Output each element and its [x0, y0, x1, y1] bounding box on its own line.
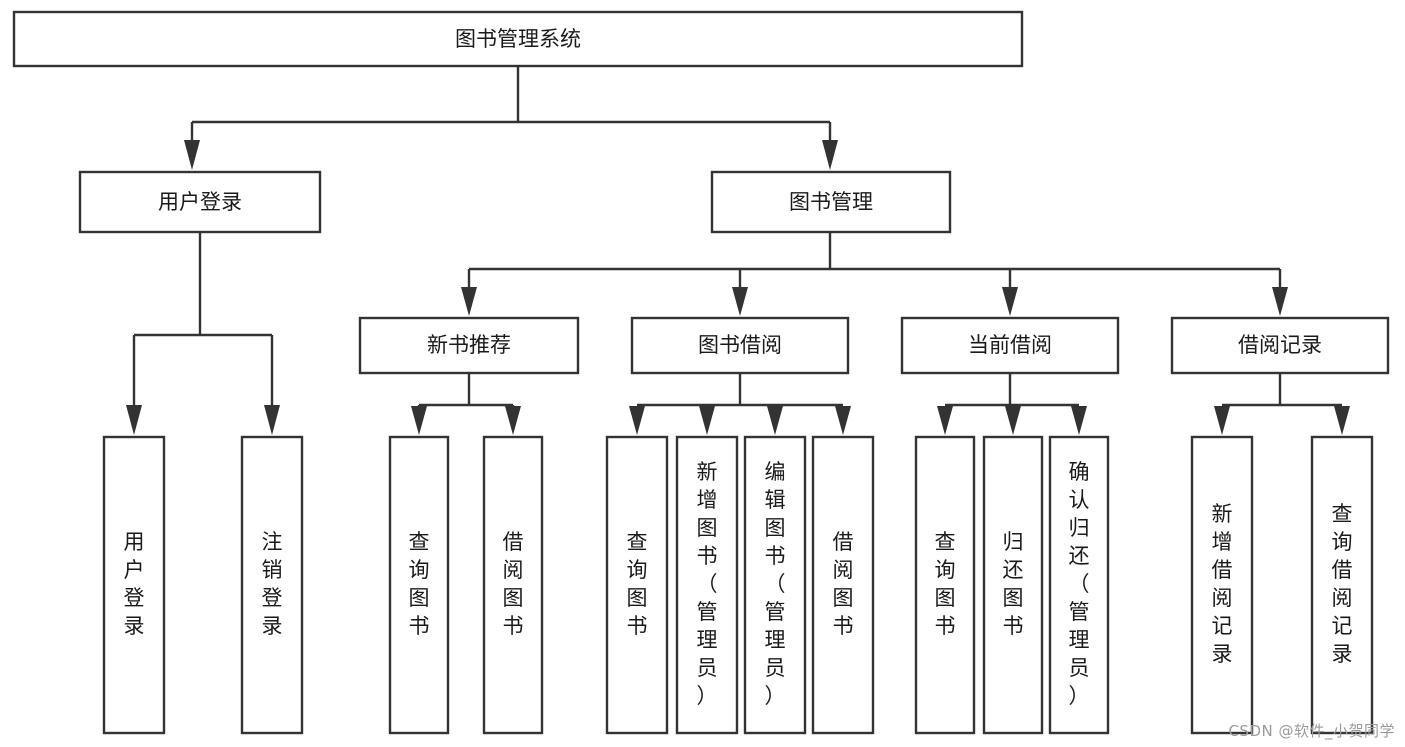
arrow-head-leaf-query-book-1 — [411, 406, 427, 435]
arrow-head-leaf-add-record — [1214, 406, 1230, 435]
leaf-borrow-book-2-box[interactable] — [811, 435, 875, 735]
node-new-book-recommend-box[interactable] — [358, 316, 580, 375]
leaf-query-book-2-label: 查询图书 — [627, 530, 648, 638]
arrow-head-leaf-logout — [264, 405, 280, 435]
node-book-borrow-label: 图书借阅 — [698, 333, 782, 357]
node-new-book-recommend[interactable]: 新书推荐 — [358, 316, 580, 375]
arrow-head-book-borrow — [732, 287, 748, 316]
leaf-add-record-box[interactable] — [1190, 435, 1254, 735]
node-borrow-record-box[interactable] — [1170, 316, 1390, 375]
arrow-head-leaf-query-record — [1334, 406, 1350, 435]
leaf-borrow-book-1[interactable]: 借阅图书 — [482, 435, 544, 735]
arrow-head-leaf-user-login — [126, 405, 142, 435]
leaf-query-book-3-label: 查询图书 — [935, 530, 956, 638]
arrow-head-leaf-return-book — [1005, 406, 1021, 435]
leaf-query-book-1[interactable]: 查询图书 — [388, 435, 450, 735]
leaf-query-record-box[interactable] — [1310, 435, 1374, 735]
node-user-login-box[interactable] — [78, 170, 322, 234]
arrow-head-leaf-confirm-return — [1071, 406, 1087, 435]
leaf-query-book-3-box[interactable] — [914, 435, 976, 735]
node-book-borrow-box[interactable] — [630, 316, 850, 375]
leaf-logout[interactable]: 注销登录 — [240, 435, 304, 735]
arrow-head-current-borrow — [1002, 287, 1018, 316]
leaf-query-book-3[interactable]: 查询图书 — [914, 435, 976, 735]
leaf-confirm-return-label: 确认归还（管理员） — [1069, 460, 1090, 708]
leaf-add-book[interactable]: 新增图书（管理员） — [675, 435, 739, 735]
leaf-add-book-label: 新增图书（管理员） — [697, 460, 718, 708]
node-current-borrow[interactable]: 当前借阅 — [900, 316, 1120, 375]
leaf-query-book-1-box[interactable] — [388, 435, 450, 735]
leaf-return-book-label: 归还图书 — [1003, 530, 1024, 638]
leaf-edit-book-label: 编辑图书（管理员） — [765, 460, 786, 708]
arrow-head-leaf-borrow-book-2 — [835, 406, 851, 435]
arrow-head-user-login — [184, 140, 200, 170]
leaf-logout-box[interactable] — [240, 435, 304, 735]
leaf-return-book-box[interactable] — [982, 435, 1044, 735]
arrow-head-leaf-add-book — [699, 406, 715, 435]
leaf-query-record-label: 查询借阅记录 — [1332, 502, 1353, 666]
watermark-text: CSDN @软件_小贺同学 — [1228, 722, 1395, 740]
leaf-user-login-box[interactable] — [102, 435, 166, 735]
leaf-add-record[interactable]: 新增借阅记录 — [1190, 435, 1254, 735]
node-book-manage-box[interactable] — [710, 170, 952, 234]
leaf-confirm-return[interactable]: 确认归还（管理员） — [1048, 435, 1110, 735]
node-root[interactable]: 图书管理系统 — [12, 10, 1024, 68]
node-user-login[interactable]: 用户登录 — [78, 170, 322, 234]
leaf-user-login-label: 用户登录 — [124, 530, 145, 638]
leaf-user-login[interactable]: 用户登录 — [102, 435, 166, 735]
leaf-edit-book[interactable]: 编辑图书（管理员） — [743, 435, 807, 735]
arrow-head-leaf-borrow-book-1 — [505, 406, 521, 435]
leaf-query-book-1-label: 查询图书 — [409, 530, 430, 638]
arrow-head-new-book-recommend — [461, 287, 477, 316]
node-book-manage-label: 图书管理 — [789, 190, 873, 214]
arrow-head-borrow-record — [1272, 287, 1288, 316]
leaf-return-book[interactable]: 归还图书 — [982, 435, 1044, 735]
node-current-borrow-label: 当前借阅 — [968, 333, 1052, 357]
arrow-head-leaf-query-book-3 — [937, 406, 953, 435]
connector-layer — [126, 66, 1350, 435]
leaf-query-record[interactable]: 查询借阅记录 — [1310, 435, 1374, 735]
leaf-borrow-book-2[interactable]: 借阅图书 — [811, 435, 875, 735]
leaf-add-record-label: 新增借阅记录 — [1212, 502, 1233, 666]
leaf-logout-label: 注销登录 — [262, 530, 283, 638]
node-book-manage[interactable]: 图书管理 — [710, 170, 952, 234]
leaf-add-book-box[interactable] — [675, 435, 739, 735]
leaf-query-book-2[interactable]: 查询图书 — [605, 435, 669, 735]
node-current-borrow-box[interactable] — [900, 316, 1120, 375]
node-borrow-record-label: 借阅记录 — [1238, 333, 1322, 357]
leaf-confirm-return-box[interactable] — [1048, 435, 1110, 735]
leaf-edit-book-box[interactable] — [743, 435, 807, 735]
node-new-book-recommend-label: 新书推荐 — [427, 333, 511, 357]
arrow-head-leaf-query-book-2 — [629, 406, 645, 435]
leaf-borrow-book-1-box[interactable] — [482, 435, 544, 735]
leaf-query-book-2-box[interactable] — [605, 435, 669, 735]
node-user-login-label: 用户登录 — [158, 190, 242, 214]
leaf-borrow-book-1-label: 借阅图书 — [503, 530, 524, 638]
node-borrow-record[interactable]: 借阅记录 — [1170, 316, 1390, 375]
node-root-box[interactable] — [12, 10, 1024, 68]
arrow-head-book-manage — [822, 140, 838, 170]
leaf-borrow-book-2-label: 借阅图书 — [833, 530, 854, 638]
leaf-node-layer: 用户登录 注销登录 查询图书 借阅图书 查询图书 新增图书（管理员） — [102, 435, 1374, 735]
node-root-label: 图书管理系统 — [455, 27, 581, 51]
node-book-borrow[interactable]: 图书借阅 — [630, 316, 850, 375]
arrow-head-leaf-edit-book — [767, 406, 783, 435]
